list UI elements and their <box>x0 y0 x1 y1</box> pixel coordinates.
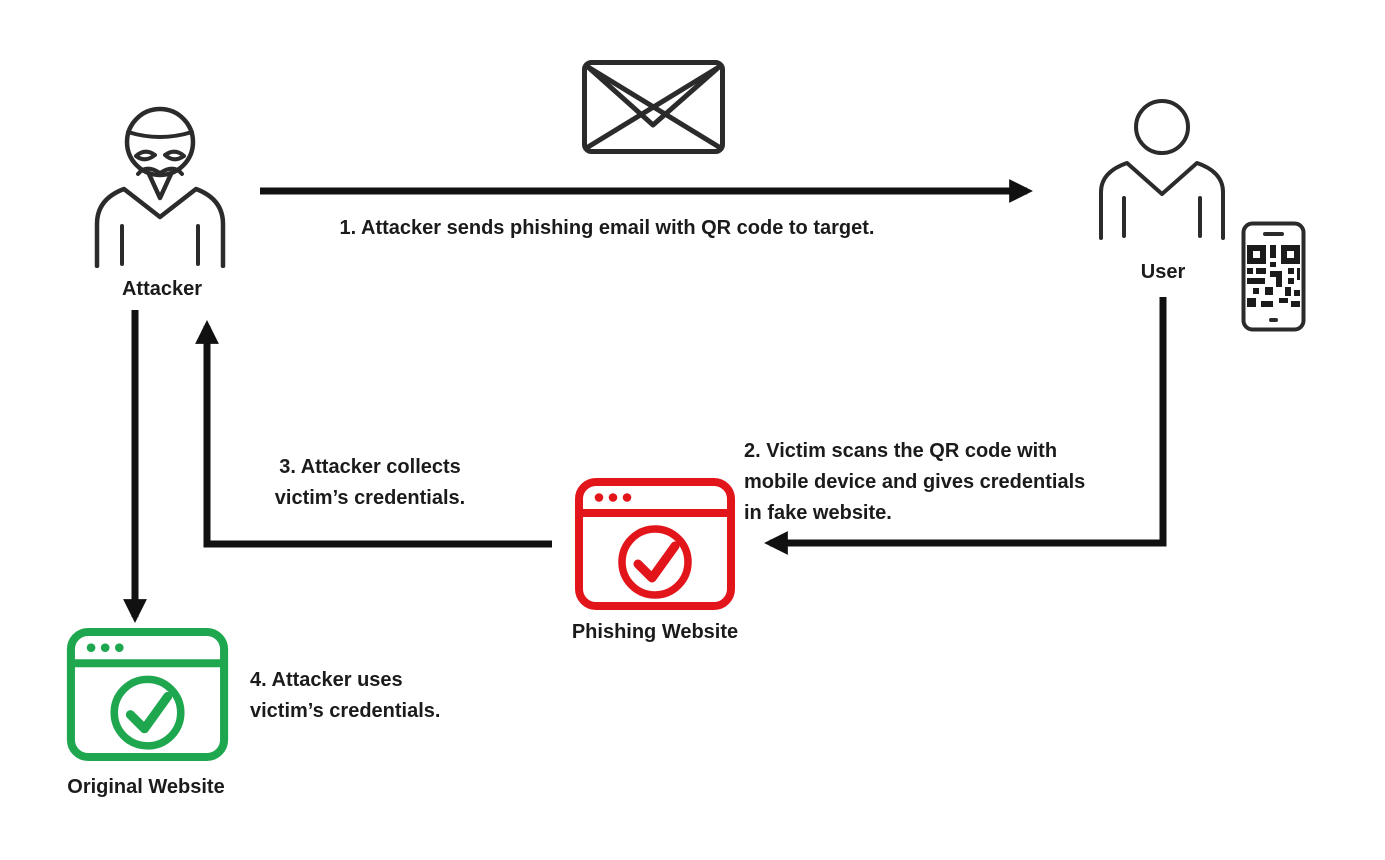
check-mark <box>125 691 173 734</box>
phishing-website-label: Phishing Website <box>571 621 739 643</box>
user-label: User <box>1140 261 1186 283</box>
envelope-diagonals <box>585 64 722 150</box>
phishing-website-icon <box>575 478 735 610</box>
qr-code-phone-icon <box>1241 221 1306 332</box>
check-circle <box>618 525 692 599</box>
envelope-icon <box>582 60 725 154</box>
user-torso <box>1099 161 1225 240</box>
mask-left-eye <box>134 149 157 162</box>
browser-dots <box>86 643 124 652</box>
browser-dots <box>594 493 632 502</box>
check-circle <box>110 675 185 750</box>
envelope-flap <box>585 64 722 128</box>
step2-text: 2. Victim scans the QR code with mobile … <box>744 440 1086 524</box>
original-website-label: Original Website <box>67 776 225 798</box>
person-icon <box>1099 99 1225 240</box>
step3-text: 3. Attacker collects victim’s credential… <box>274 456 466 509</box>
step1-text: 1. Attacker sends phishing email with QR… <box>339 217 875 239</box>
bandana-line <box>126 130 194 139</box>
qr-code-pattern <box>1247 245 1300 307</box>
mustache <box>136 166 184 176</box>
mask-right-eye <box>163 149 186 162</box>
shirt-lines <box>1122 196 1202 238</box>
masked-attacker-icon <box>94 106 226 268</box>
shirt-lines <box>120 224 200 266</box>
goatee <box>146 171 174 201</box>
attacker-label: Attacker <box>121 278 203 300</box>
check-mark <box>633 541 680 583</box>
step4-text: 4. Attacker uses victim’s credentials. <box>250 669 441 722</box>
attacker-torso <box>94 186 226 268</box>
original-website-icon <box>66 628 229 761</box>
